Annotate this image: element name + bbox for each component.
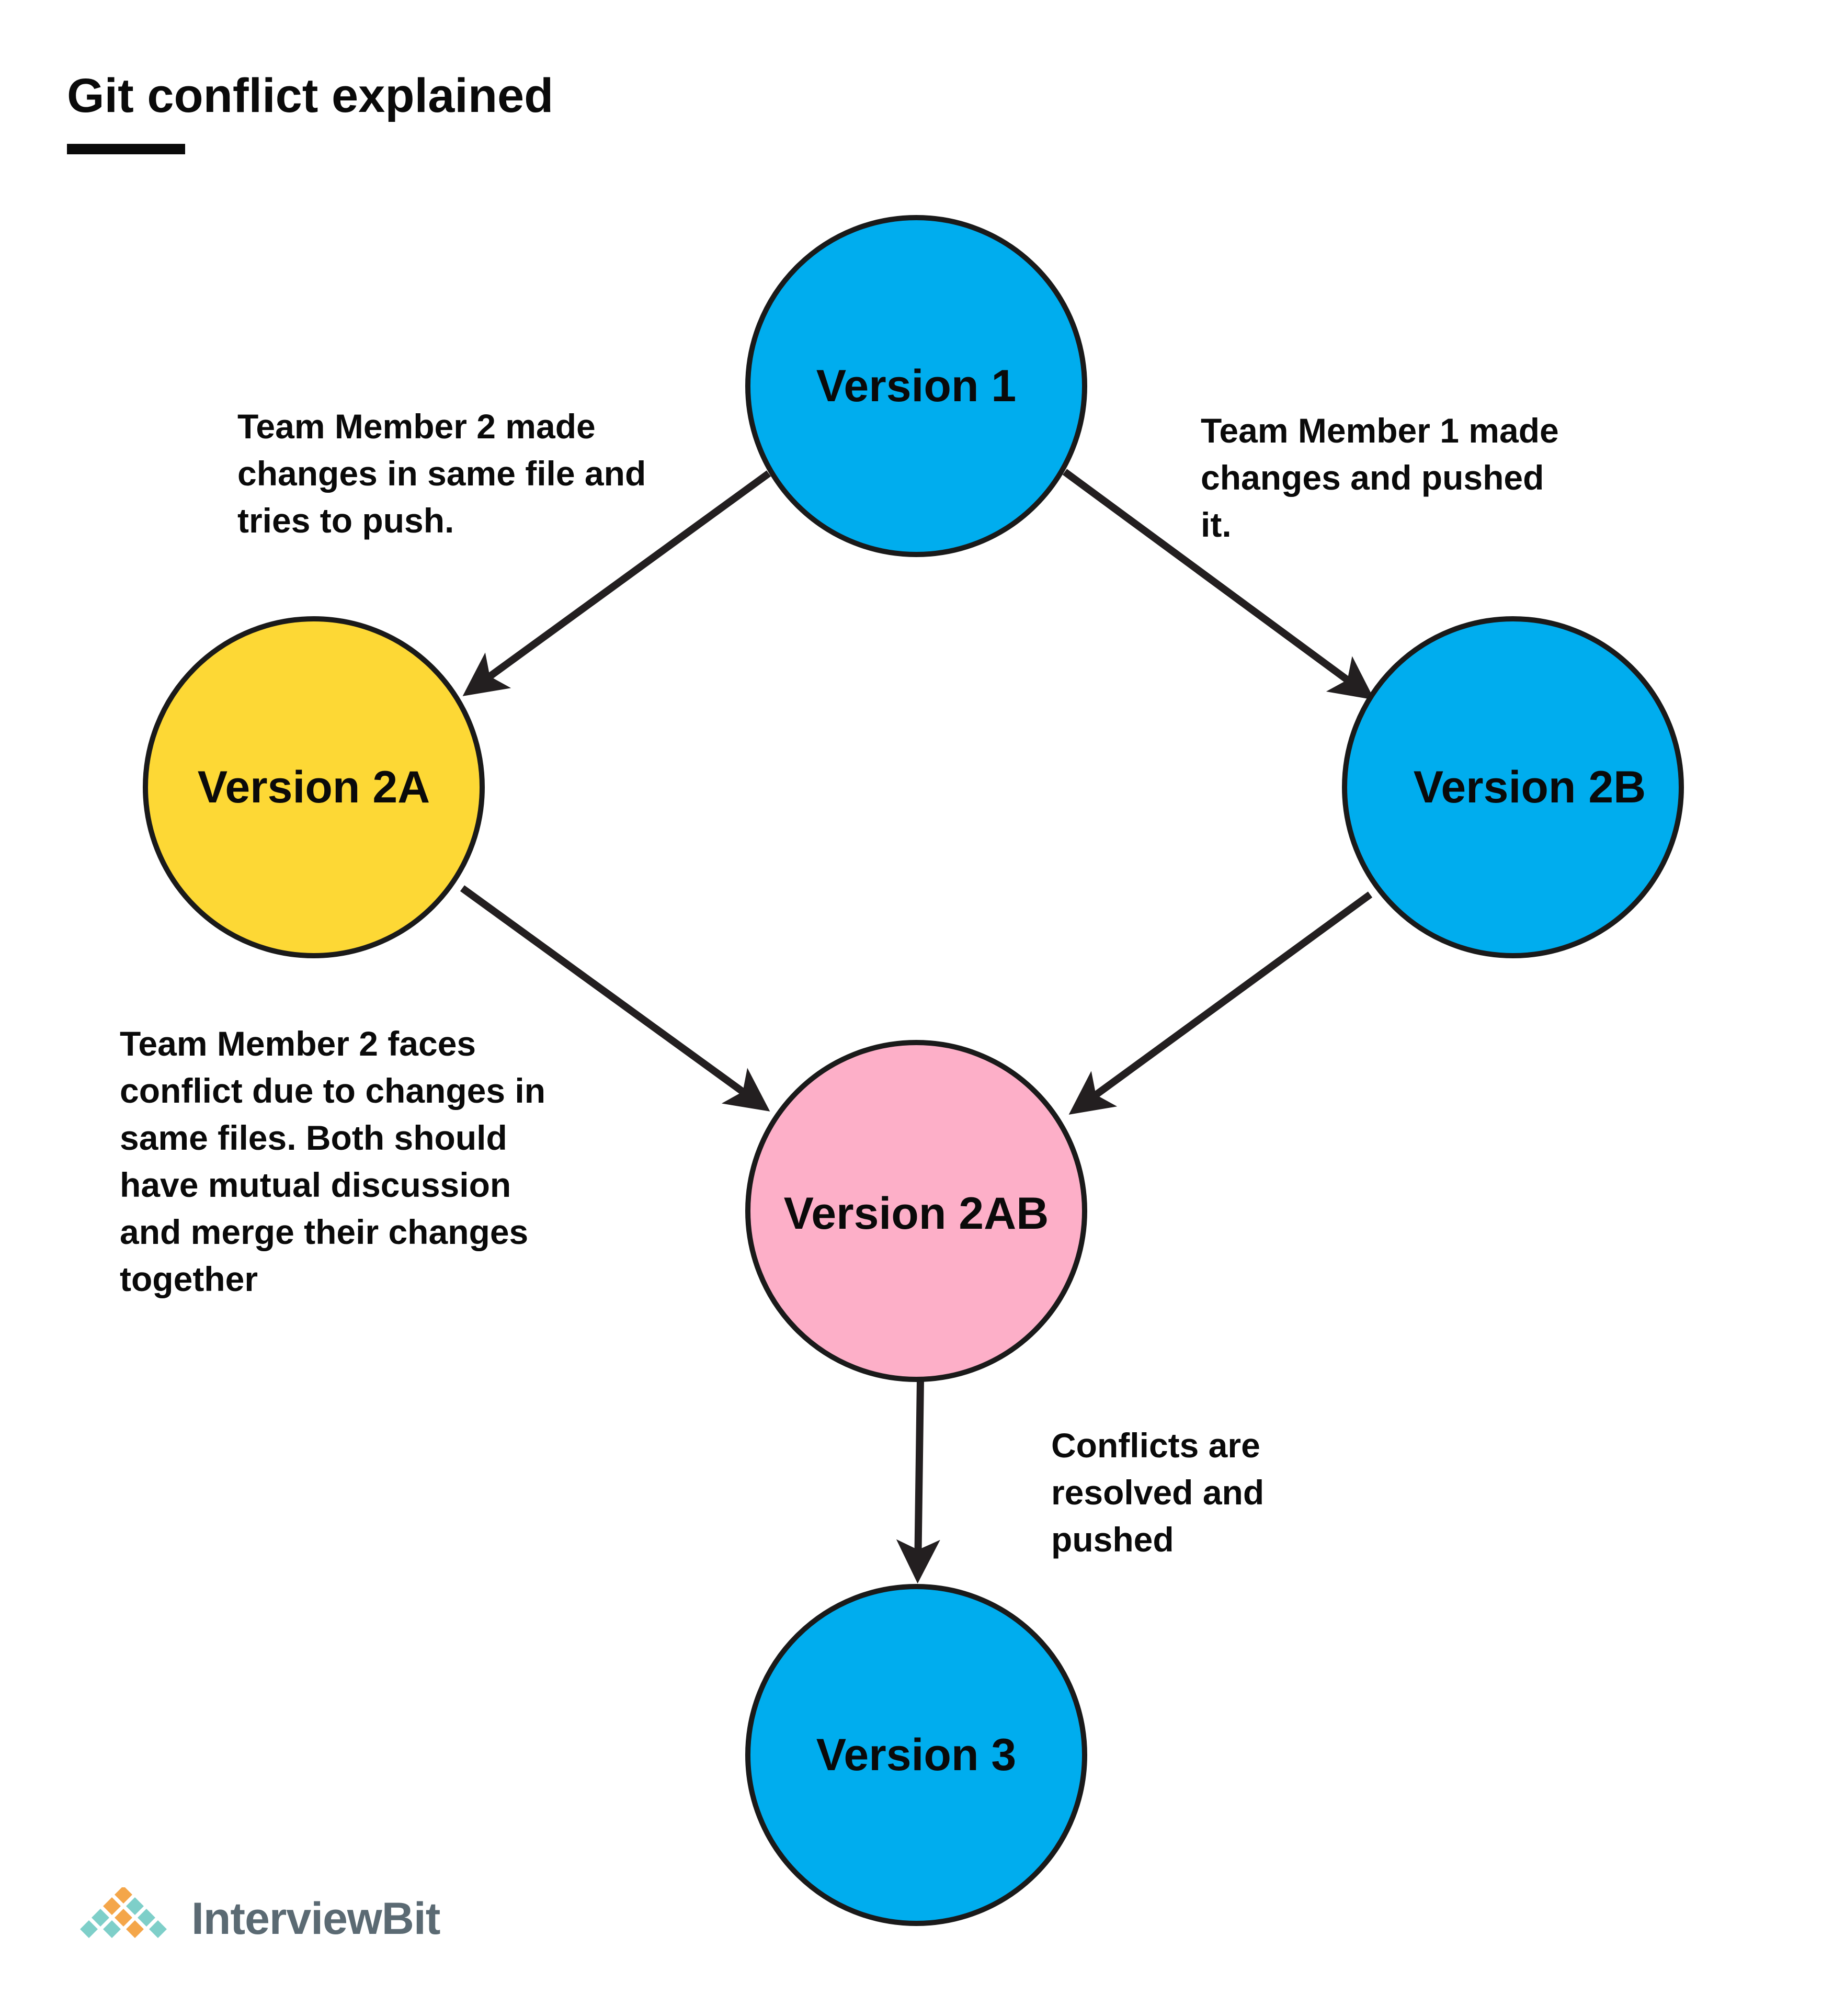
node-version-2b-label: Version 2B — [1414, 762, 1646, 812]
interviewbit-wordmark: InterviewBit — [191, 1893, 440, 1944]
node-version-2ab: Version 2AB — [745, 1040, 1087, 1382]
interviewbit-diamond-grid-icon — [80, 1887, 167, 1938]
note-resolved: Conflicts are resolved and pushed — [1051, 1426, 1265, 1559]
edge-v1-to-v2b — [1062, 469, 1375, 700]
edge-v2ab-to-v3 — [896, 1379, 940, 1584]
edge-v1-to-v2a — [462, 470, 771, 696]
edge-v2b-to-v2ab — [1068, 891, 1373, 1115]
note-conflict: Team Member 2 faces conflict due to chan… — [120, 1024, 546, 1298]
node-version-3: Version 3 — [745, 1584, 1087, 1926]
node-version-3-label: Version 3 — [816, 1730, 1016, 1780]
note-member2-push: Team Member 2 made changes in same file … — [237, 407, 646, 540]
diagram-title: Git conflict explained — [67, 69, 554, 122]
interviewbit-logo: InterviewBit — [73, 1887, 440, 1950]
node-version-2a: Version 2A — [143, 616, 485, 958]
edge-v2a-to-v2ab — [460, 885, 770, 1112]
node-version-1-label: Version 1 — [816, 361, 1016, 411]
note-member1-push: Team Member 1 made changes and pushed it… — [1201, 411, 1559, 544]
node-version-2ab-label: Version 2AB — [784, 1188, 1049, 1239]
node-version-2b: Version 2B — [1342, 616, 1684, 958]
title-underline — [67, 144, 185, 154]
node-version-2a-label: Version 2A — [198, 762, 430, 812]
node-version-1: Version 1 — [745, 215, 1087, 557]
